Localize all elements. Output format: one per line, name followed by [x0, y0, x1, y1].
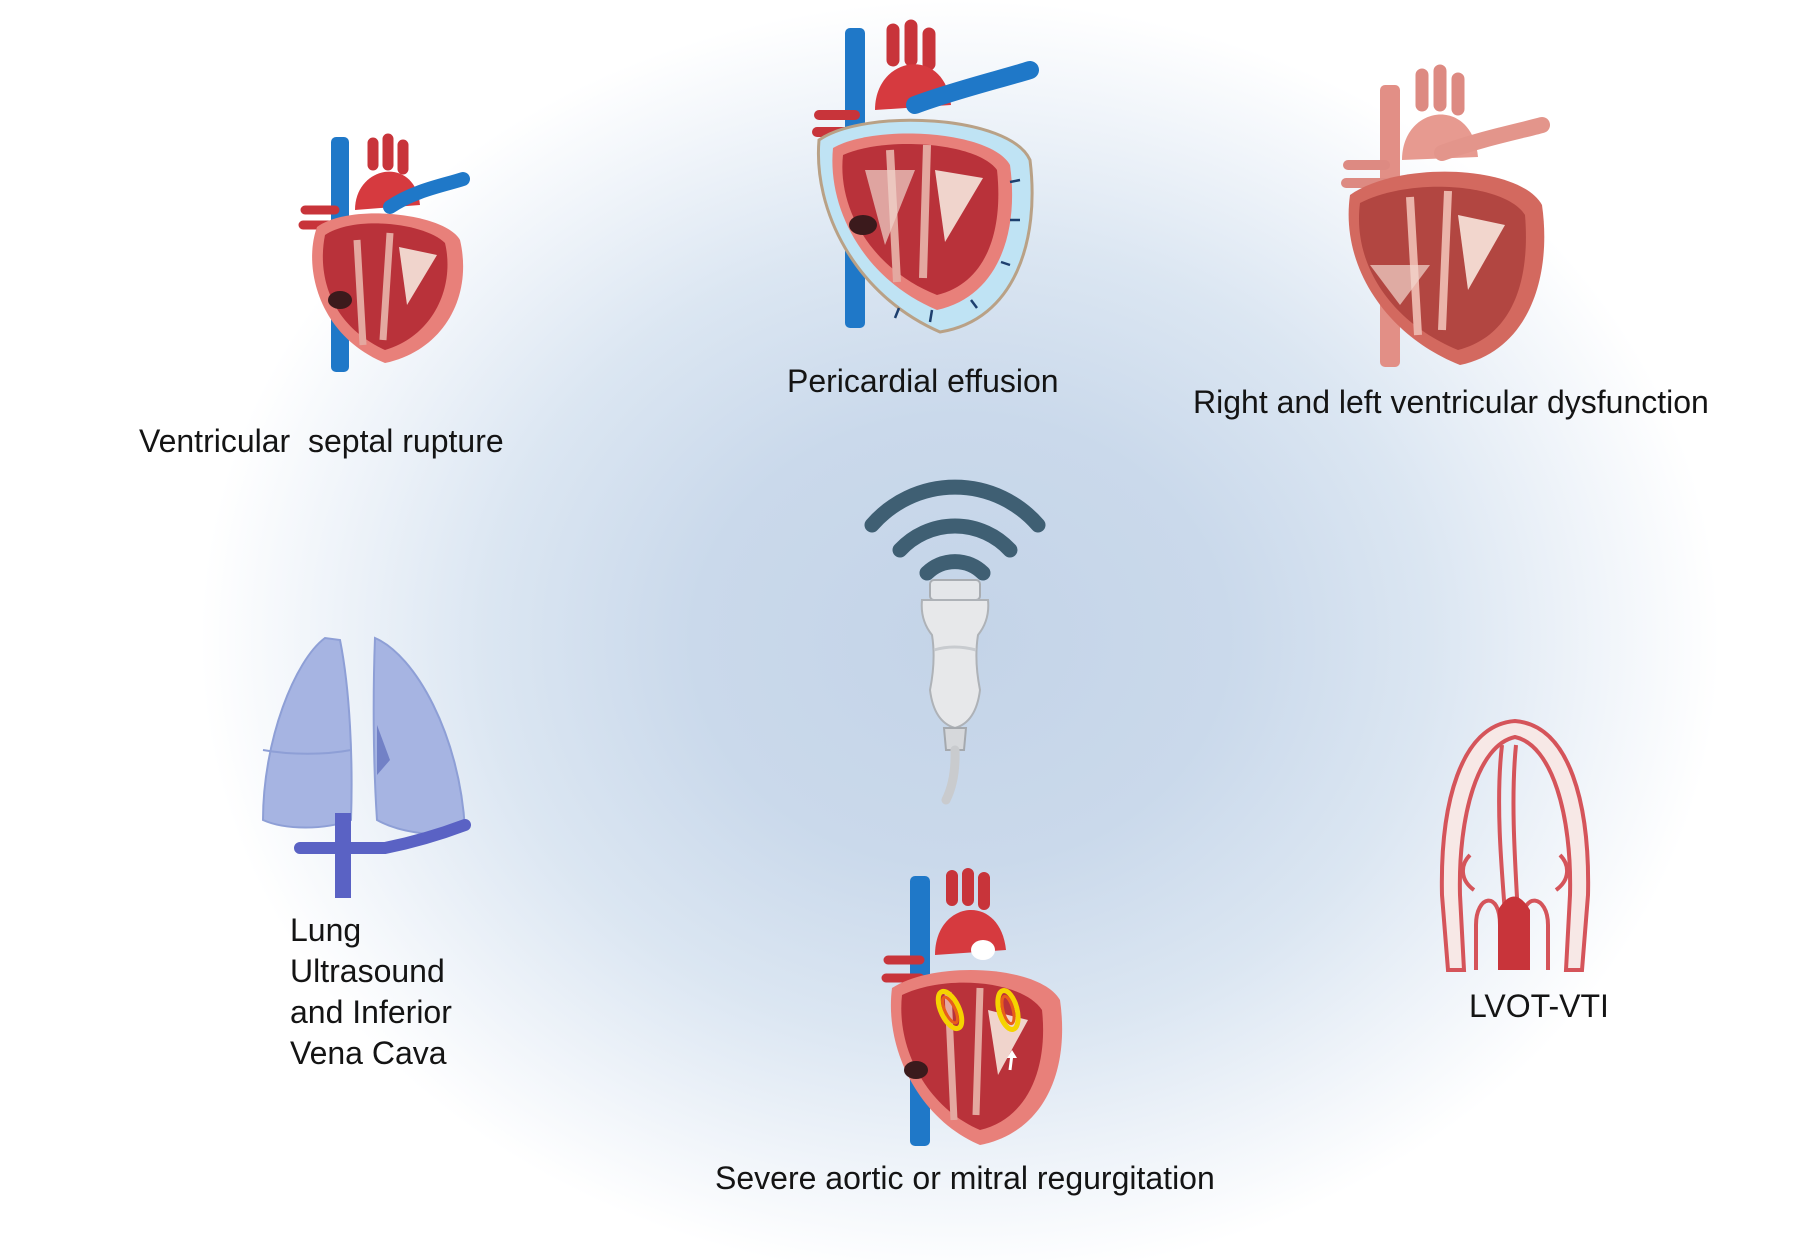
- heart-effusion-icon: [812, 19, 1039, 334]
- label-severe-regurgitation: Severe aortic or mitral regurgitation: [715, 1160, 1215, 1196]
- label-lung-line-4: Vena Cava: [290, 1035, 447, 1071]
- label-pericardial-effusion: Pericardial effusion: [787, 363, 1059, 399]
- label-right-left-ventricular-dysfunction: Right and left ventricular dysfunction: [1193, 384, 1709, 420]
- label-ventricular-septal-rupture: Ventricular septal rupture: [139, 423, 504, 459]
- label-lung-line-3: and Inferior: [290, 994, 452, 1030]
- label-lung-line-1: Lung: [290, 912, 362, 948]
- label-lvot-vti: LVOT-VTI: [1469, 988, 1609, 1024]
- heart-icon: [298, 133, 470, 372]
- heart-pale-icon: [1341, 64, 1550, 367]
- label-lung-line-2: Ultrasound: [290, 953, 445, 989]
- ultrasound-probe-icon: [864, 479, 1046, 805]
- heart-regurgitation-icon: [881, 868, 1063, 1146]
- lungs-ivc-icon: [261, 636, 471, 898]
- lvot-outline-icon: [1439, 718, 1591, 972]
